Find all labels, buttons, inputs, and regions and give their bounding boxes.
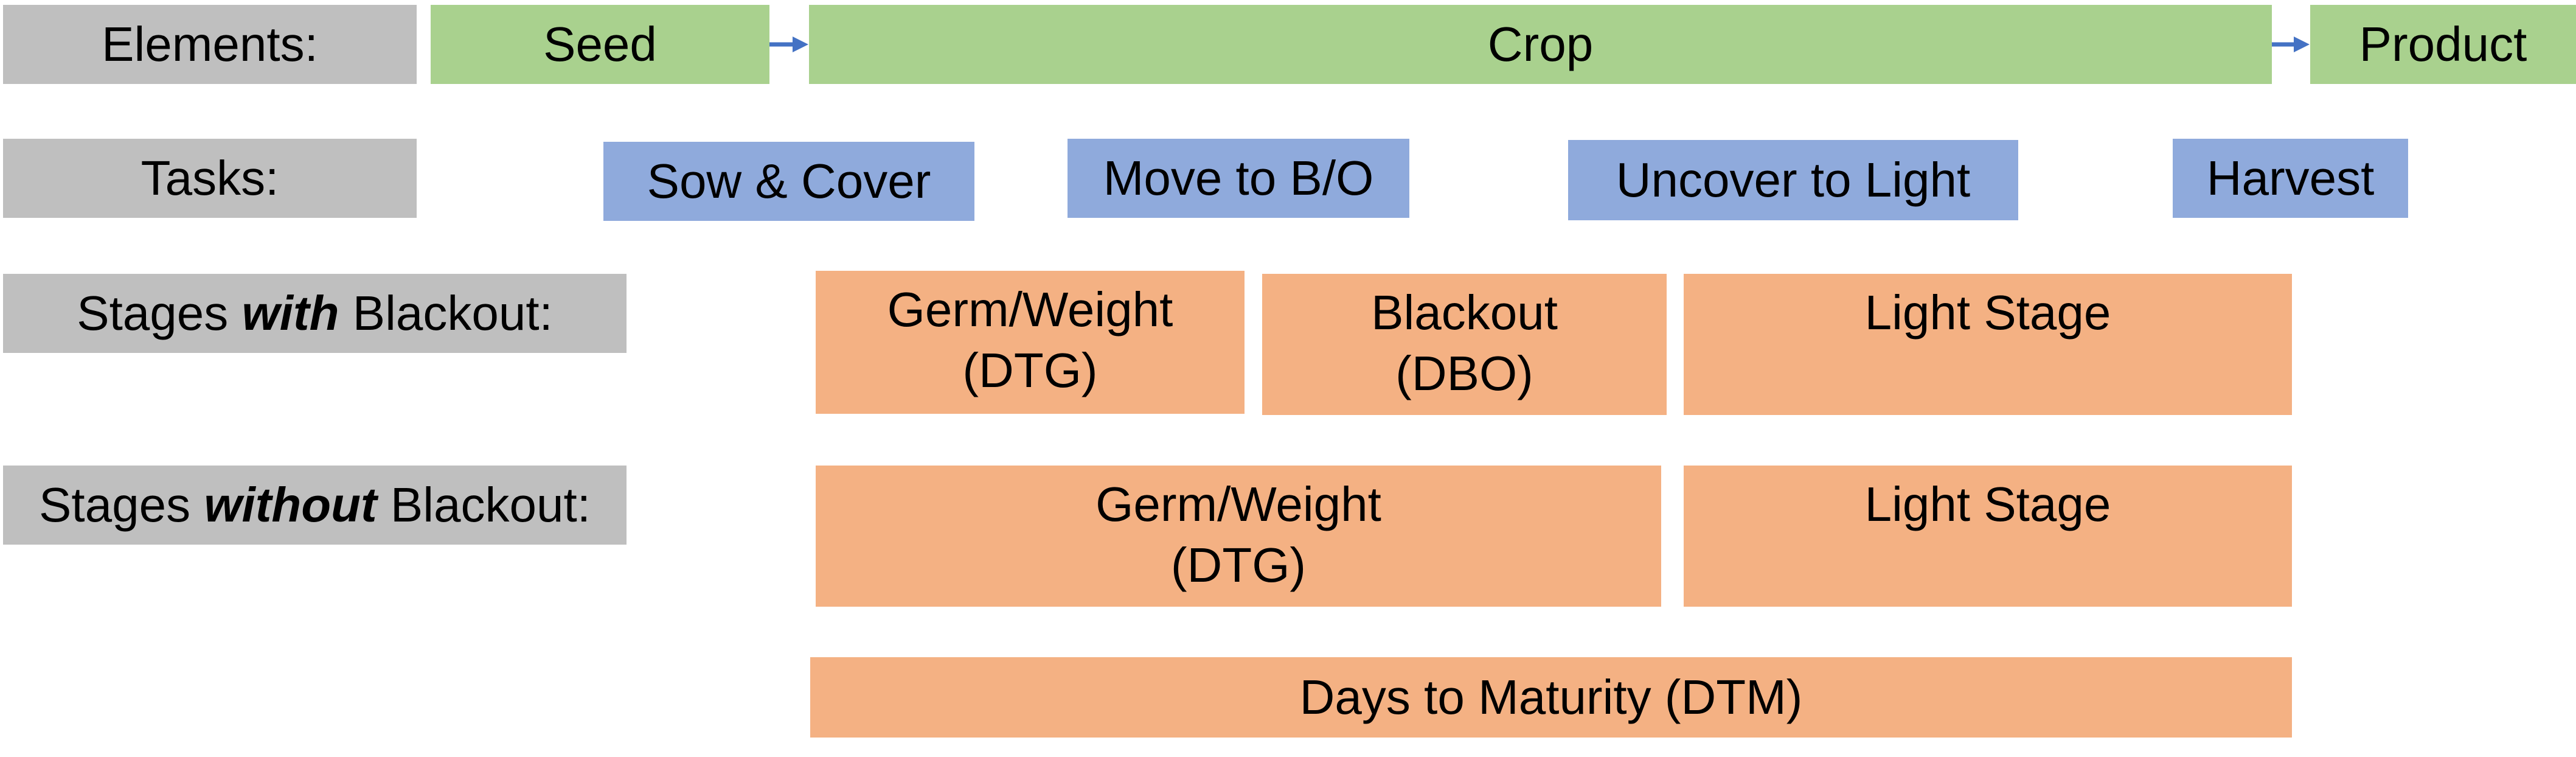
stage-germ-weight-dtg-no-blackout: Germ/Weight (DTG)	[816, 466, 1661, 607]
stage-blackout-dbo-text: Blackout (DBO)	[1371, 282, 1558, 404]
label-emphasis: with	[241, 286, 339, 340]
stage-line: (DTG)	[962, 343, 1098, 397]
stage-line: Germ/Weight	[1095, 477, 1381, 531]
tasks-row-label-text: Tasks:	[141, 151, 279, 205]
stage-line: Blackout	[1371, 285, 1558, 340]
stage-light-with-blackout-text: Light Stage	[1865, 282, 2111, 343]
days-to-maturity-text: Days to Maturity (DTM)	[1299, 670, 1803, 724]
label-prefix: Stages	[77, 286, 242, 340]
label-suffix: Blackout:	[377, 478, 591, 532]
task-uncover-light-text: Uncover to Light	[1616, 153, 1971, 207]
days-to-maturity-bar: Days to Maturity (DTM)	[810, 657, 2292, 738]
stage-germ-weight-dtg-text: Germ/Weight (DTG)	[887, 279, 1173, 401]
element-seed-text: Seed	[543, 17, 657, 71]
elements-row-label-text: Elements:	[102, 17, 318, 71]
element-crop: Crop	[809, 5, 2272, 84]
task-uncover-light: Uncover to Light	[1568, 140, 2018, 220]
task-harvest: Harvest	[2173, 139, 2408, 218]
stage-line: Germ/Weight	[887, 282, 1173, 337]
stages-with-blackout-label-text: Stages with Blackout:	[77, 283, 553, 344]
task-sow-cover-text: Sow & Cover	[647, 154, 931, 208]
task-harvest-text: Harvest	[2206, 151, 2375, 205]
task-sow-cover: Sow & Cover	[603, 142, 974, 221]
label-suffix: Blackout:	[339, 286, 553, 340]
stage-germ-weight-dtg-no-blackout-text: Germ/Weight (DTG)	[1095, 474, 1381, 596]
task-move-bo-text: Move to B/O	[1103, 151, 1374, 205]
task-move-bo: Move to B/O	[1068, 139, 1409, 218]
stage-light-no-blackout: Light Stage	[1684, 466, 2292, 607]
element-product: Product	[2310, 5, 2576, 84]
stage-blackout-dbo: Blackout (DBO)	[1262, 274, 1667, 415]
stage-germ-weight-dtg: Germ/Weight (DTG)	[816, 271, 1245, 414]
stage-light-with-blackout: Light Stage	[1684, 274, 2292, 415]
seed-to-crop-arrow-icon	[769, 37, 808, 52]
label-prefix: Stages	[39, 478, 204, 532]
tasks-row-label: Tasks:	[3, 139, 417, 218]
elements-row-label: Elements:	[3, 5, 417, 84]
element-product-text: Product	[2359, 17, 2527, 71]
stage-line: (DTG)	[1170, 538, 1307, 592]
stage-line: Light Stage	[1864, 285, 2111, 340]
stage-light-no-blackout-text: Light Stage	[1865, 474, 2111, 535]
stages-with-blackout-label: Stages with Blackout:	[3, 274, 627, 353]
stage-line: (DBO)	[1395, 346, 1533, 400]
label-emphasis: without	[204, 478, 377, 532]
stages-without-blackout-label-text: Stages without Blackout:	[39, 475, 591, 535]
stage-line: Light Stage	[1864, 477, 2111, 531]
element-seed: Seed	[431, 5, 769, 84]
stages-without-blackout-label: Stages without Blackout:	[3, 466, 627, 545]
element-crop-text: Crop	[1487, 17, 1594, 71]
crop-to-product-arrow-icon	[2272, 37, 2310, 52]
